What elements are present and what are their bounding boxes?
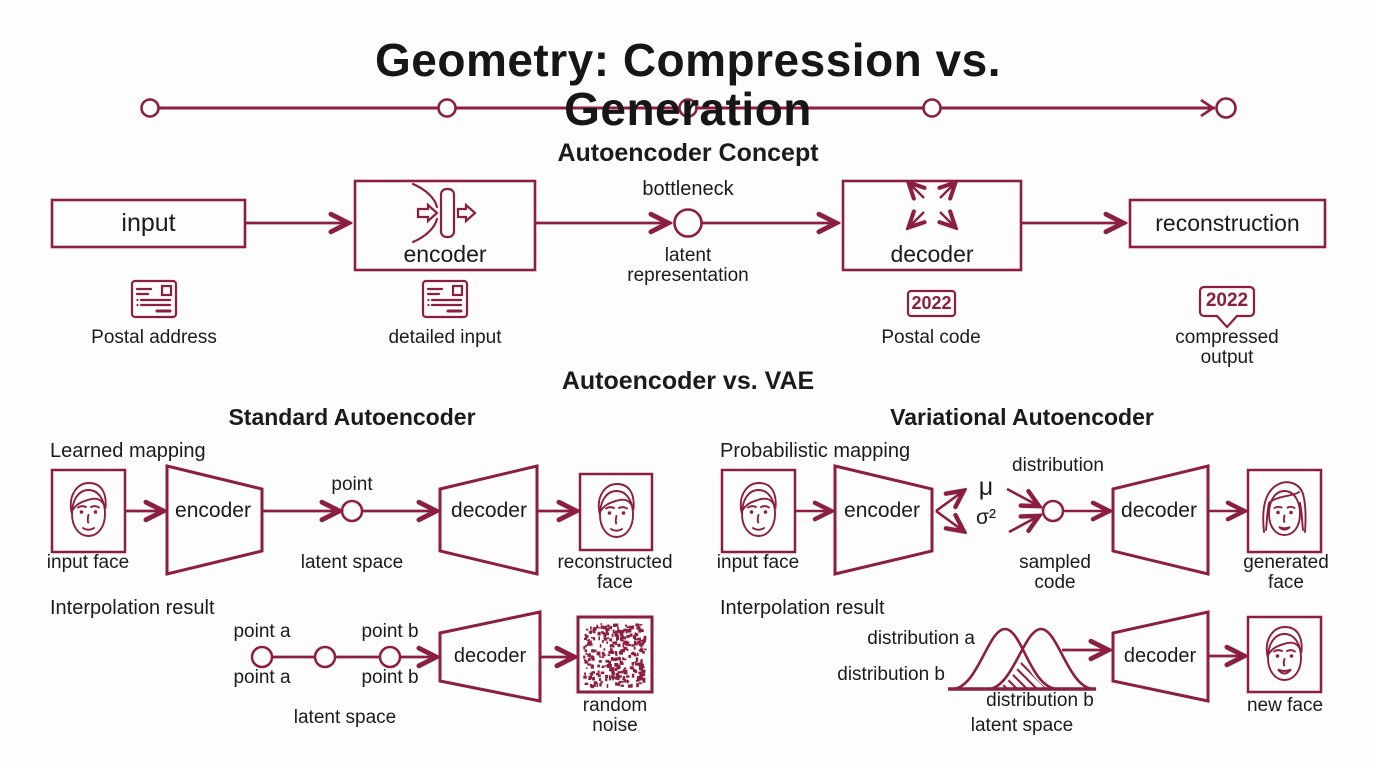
input-face-caption: input face bbox=[46, 552, 130, 573]
random-noise-caption: random noise bbox=[582, 695, 648, 737]
encoder-trapezoid bbox=[833, 464, 934, 576]
output-face-box bbox=[578, 472, 654, 552]
generated-face-caption: generated face bbox=[1243, 552, 1329, 594]
new-face-caption: new face bbox=[1246, 695, 1324, 716]
mid-point-circle bbox=[313, 645, 337, 669]
concept-heading: Autoencoder Concept bbox=[557, 139, 819, 167]
postal-code-tag: 2022 bbox=[911, 292, 952, 313]
encoder-box bbox=[353, 179, 537, 272]
latent-point-circle bbox=[340, 499, 364, 523]
latent-representation-label: latent representation bbox=[627, 245, 749, 287]
point-b-top-label: point b bbox=[361, 621, 419, 642]
distribution-b-below-label: distribution b bbox=[986, 690, 1094, 711]
probabilistic-mapping-label: Probabilistic mapping bbox=[720, 440, 911, 462]
encoder-label: encoder bbox=[175, 499, 251, 522]
page-title: Geometry: Compression vs. Generation bbox=[374, 34, 1002, 135]
bottleneck-circle bbox=[673, 208, 703, 238]
decoder-trapezoid bbox=[1111, 464, 1210, 576]
learned-mapping-label: Learned mapping bbox=[50, 440, 206, 462]
encoder-trapezoid bbox=[165, 464, 264, 576]
distribution-overlap-hatch bbox=[998, 659, 1048, 689]
expand-arrows-icon bbox=[910, 184, 954, 226]
decoder-box bbox=[841, 179, 1023, 272]
output-face-box bbox=[1246, 615, 1323, 694]
point-b-bottom-label: point b bbox=[361, 667, 419, 688]
distribution-b-curve bbox=[988, 627, 1094, 691]
postcard-icon bbox=[421, 279, 469, 319]
interpolation-result-label: Interpolation result bbox=[720, 597, 885, 619]
face-icon bbox=[739, 481, 777, 538]
speech-bubble-tag bbox=[1198, 285, 1256, 329]
encoder-label: encoder bbox=[403, 241, 487, 267]
input-label: input bbox=[121, 209, 176, 238]
input-face-caption: input face bbox=[716, 552, 800, 573]
latent-space-label: latent space bbox=[300, 552, 404, 573]
decoder-trapezoid bbox=[438, 464, 539, 576]
output-face-box bbox=[1246, 468, 1323, 554]
reconstructed-face-caption: reconstructed face bbox=[557, 552, 673, 594]
vae-mapping-arrows bbox=[795, 489, 1242, 532]
decoder-trapezoid bbox=[438, 610, 542, 703]
face-icon bbox=[597, 482, 635, 539]
decoder-label: decoder bbox=[451, 499, 527, 522]
face-icon bbox=[69, 481, 107, 538]
compressed-output-tag: 2022 bbox=[1205, 290, 1249, 312]
mu-label: μ bbox=[978, 473, 994, 501]
decoder-label: decoder bbox=[890, 241, 974, 267]
comparison-heading: Autoencoder vs. VAE bbox=[561, 367, 815, 395]
reconstruction-label: reconstruction bbox=[1155, 210, 1300, 237]
distribution-a-curve bbox=[952, 627, 1058, 691]
interpolation-result-label: Interpolation result bbox=[50, 597, 215, 619]
point-b-circle bbox=[378, 645, 402, 669]
point-a-circle bbox=[250, 645, 274, 669]
decoder-label: decoder bbox=[453, 645, 527, 667]
postal-code-caption: Postal code bbox=[881, 327, 981, 348]
latent-space-label: latent space bbox=[970, 715, 1074, 736]
sigma-squared-label: σ² bbox=[976, 506, 996, 529]
decoder-label: decoder bbox=[1123, 645, 1197, 667]
distribution-label: distribution bbox=[1012, 455, 1104, 476]
face-icon bbox=[1265, 625, 1304, 682]
progress-timeline bbox=[140, 97, 1237, 119]
bottleneck-label: bottleneck bbox=[642, 178, 734, 200]
reconstruction-box bbox=[1128, 198, 1327, 249]
sampled-code-circle bbox=[1041, 499, 1065, 523]
sampled-code-caption: sampled code bbox=[1019, 552, 1091, 594]
latent-space-label: latent space bbox=[293, 707, 397, 728]
encoder-label: encoder bbox=[844, 499, 920, 522]
decoder-label: decoder bbox=[1121, 499, 1197, 522]
postal-address-caption: Postal address bbox=[91, 327, 217, 348]
tag-box bbox=[906, 289, 957, 318]
distribution-b-label: distribution b bbox=[837, 664, 945, 685]
postcard-icon bbox=[130, 279, 178, 319]
point-a-bottom-label: point a bbox=[233, 667, 291, 688]
point-label: point bbox=[331, 474, 373, 495]
funnel-compress-icon bbox=[411, 182, 477, 244]
decoder-trapezoid bbox=[1111, 610, 1210, 703]
compressed-output-caption: compressed output bbox=[1175, 327, 1279, 369]
standard-autoencoder-heading: Standard Autoencoder bbox=[228, 404, 476, 430]
detailed-input-caption: detailed input bbox=[388, 327, 502, 348]
variational-autoencoder-heading: Variational Autoencoder bbox=[890, 404, 1154, 430]
noise-square-icon bbox=[576, 615, 654, 694]
noise-speckles bbox=[583, 623, 647, 689]
face-icon bbox=[1261, 480, 1307, 537]
point-a-top-label: point a bbox=[233, 621, 291, 642]
distribution-a-label: distribution a bbox=[867, 628, 975, 649]
